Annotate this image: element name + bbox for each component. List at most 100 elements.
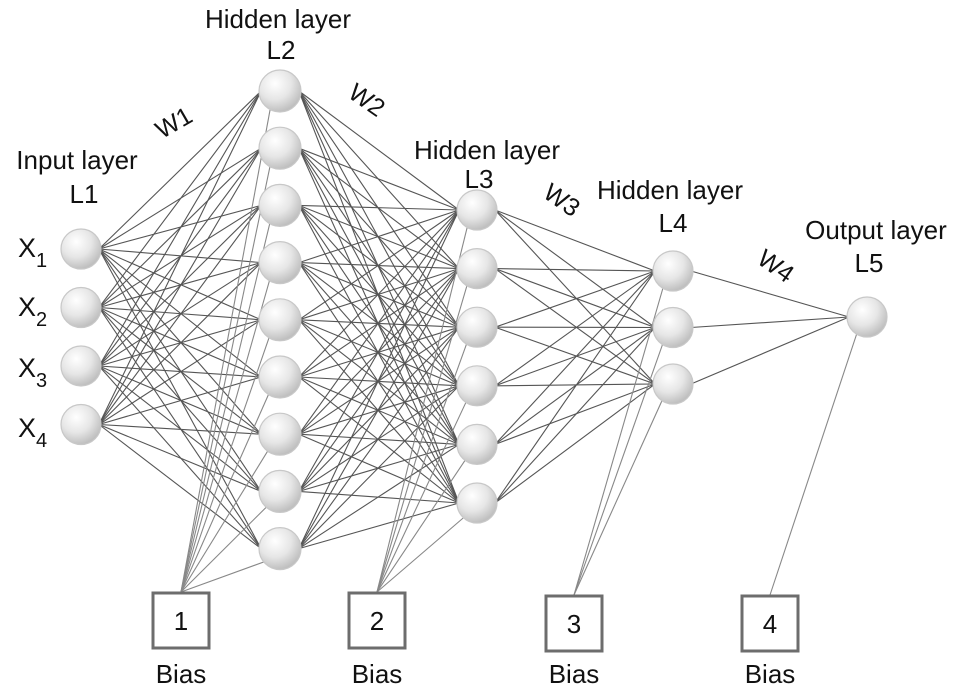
bias-connection-edges: [180, 101, 860, 596]
neuron-l3-1: [456, 189, 498, 231]
bias-unit-1: 1 Bias: [151, 591, 211, 689]
input-label-x1: X1: [18, 233, 47, 272]
bias-edge-2-to-l3-1: [376, 219, 470, 593]
bias-unit-3: 3 Bias: [544, 594, 604, 689]
layer-l2-heading: Hidden layer L2: [205, 4, 351, 65]
bias-edge-2-to-l3-6: [376, 512, 470, 593]
edge-l1-3-to-l2-9: [98, 365, 262, 549]
bias-edge-1-to-l2-9: [180, 558, 272, 593]
edge-l3-5-to-l4-1: [494, 270, 656, 445]
bias-label-2: Bias: [352, 659, 403, 689]
bias-edge-1-to-l2-8: [180, 501, 272, 593]
edge-l3-2-to-l4-1: [494, 268, 656, 272]
edge-l2-1-to-l3-2: [298, 90, 460, 269]
bias-edge-3-to-l4-2: [573, 337, 666, 596]
bias-edge-1-to-l2-5: [180, 330, 273, 593]
neuron-l1-4: [60, 403, 102, 446]
edge-l1-2-to-l2-7: [98, 307, 262, 435]
edge-l1-1-to-l2-1: [98, 90, 262, 250]
edge-l3-6-to-l4-2: [494, 327, 656, 504]
edge-l2-4-to-l3-5: [298, 262, 460, 445]
bias-label-3: Bias: [549, 659, 600, 689]
neuron-l3-4: [456, 365, 498, 407]
edge-l3-4-to-l4-1: [494, 270, 656, 387]
bias-box-2: [347, 591, 407, 650]
bias-number-1: 1: [174, 606, 188, 636]
edge-l2-1-to-l3-1: [298, 90, 460, 211]
neuron-l2-5: [258, 298, 302, 342]
layer-l3-name: L3: [465, 164, 494, 194]
edge-l3-1-to-l4-3: [494, 209, 656, 385]
bias-edge-1-to-l2-6: [180, 387, 273, 593]
edge-l3-4-to-l4-3: [494, 383, 656, 387]
bias-label-4: Bias: [745, 659, 796, 689]
neuron-l4-3: [652, 363, 694, 405]
bias-edge-1-to-l2-1: [180, 101, 273, 593]
edge-l1-4-to-l2-9: [98, 424, 262, 550]
layer-l3-heading: Hidden layer L3: [414, 135, 560, 194]
bias-unit-2: 2 Bias: [347, 591, 407, 689]
neuron-l3-5: [456, 423, 498, 465]
edge-l1-2-to-l2-6: [98, 306, 262, 378]
layer-l2-name: L2: [267, 35, 296, 65]
edge-l2-3-to-l3-3: [298, 204, 460, 328]
neuron-l2-3: [258, 183, 302, 227]
layer-l5-title: Output layer: [805, 215, 947, 245]
edge-l3-2-to-l4-2: [494, 268, 656, 329]
edge-l2-5-to-l3-1: [298, 209, 460, 321]
edge-l3-3-to-l4-1: [494, 270, 656, 328]
edge-l2-6-to-l3-6: [298, 376, 460, 504]
edge-l2-9-to-l3-3: [298, 326, 460, 549]
edge-l3-5-to-l4-3: [494, 383, 656, 445]
neuron-l3-6: [456, 482, 498, 524]
bias-edge-4-to-l5-1: [769, 326, 860, 596]
edge-l2-2-to-l3-3: [298, 147, 460, 328]
edge-l3-6-to-l4-3: [494, 383, 656, 504]
edge-l2-7-to-l3-1: [298, 209, 460, 435]
edge-l2-5-to-l3-5: [298, 319, 460, 445]
edge-l2-6-to-l3-5: [298, 376, 460, 445]
neuron-l2-7: [258, 412, 302, 456]
edge-l2-3-to-l3-4: [298, 205, 460, 387]
edge-l2-2-to-l3-1: [298, 147, 460, 211]
layer-l1-heading: Input layer L1: [16, 145, 138, 209]
neuron-l3-2: [456, 248, 498, 290]
bias-edge-1-to-l2-7: [180, 444, 273, 593]
edge-l2-7-to-l3-6: [298, 433, 460, 504]
edge-l1-4-to-l2-3: [98, 205, 262, 425]
neuron-l2-1: [258, 69, 302, 113]
neuron-l2-2: [258, 126, 302, 170]
input-label-x4: X4: [18, 413, 47, 452]
weight-label-w1: W1: [151, 102, 197, 145]
edge-l4-1-to-l5-1: [690, 270, 850, 318]
edge-l1-4-to-l2-6: [98, 376, 262, 426]
layer-l5-heading: Output layer L5: [805, 215, 947, 278]
edge-l2-4-to-l3-4: [298, 262, 460, 387]
edge-l2-9-to-l3-2: [298, 268, 460, 549]
edge-l2-2-to-l3-2: [298, 147, 460, 270]
bias-number-2: 2: [370, 606, 384, 636]
edge-l1-4-to-l2-8: [98, 423, 262, 492]
edge-l1-4-to-l2-7: [98, 423, 262, 435]
edge-l1-2-to-l2-1: [98, 90, 262, 308]
edge-l1-4-to-l2-4: [98, 262, 262, 425]
edge-l2-9-to-l3-6: [298, 502, 460, 550]
bias-edge-1-to-l2-3: [180, 215, 273, 593]
edge-l2-6-to-l3-4: [298, 376, 460, 387]
bias-unit-4: 4 Bias: [740, 594, 800, 689]
connection-edges: [98, 90, 850, 550]
edge-l4-3-to-l5-1: [690, 316, 850, 385]
edge-l2-8-to-l3-1: [298, 209, 460, 492]
bias-edge-3-to-l4-3: [573, 393, 666, 596]
neuron-l5-1: [846, 296, 888, 338]
edge-l2-1-to-l3-3: [298, 90, 460, 328]
layer-l2-title: Hidden layer: [205, 4, 351, 34]
weight-label-w3: W3: [538, 178, 585, 222]
edge-l2-4-to-l3-6: [298, 262, 460, 504]
edge-l3-3-to-l4-3: [494, 326, 656, 385]
edge-l1-1-to-l2-5: [98, 248, 262, 321]
edge-l1-1-to-l2-6: [98, 248, 262, 378]
edge-l1-3-to-l2-8: [98, 365, 262, 492]
layer-l1-title: Input layer: [16, 145, 138, 175]
